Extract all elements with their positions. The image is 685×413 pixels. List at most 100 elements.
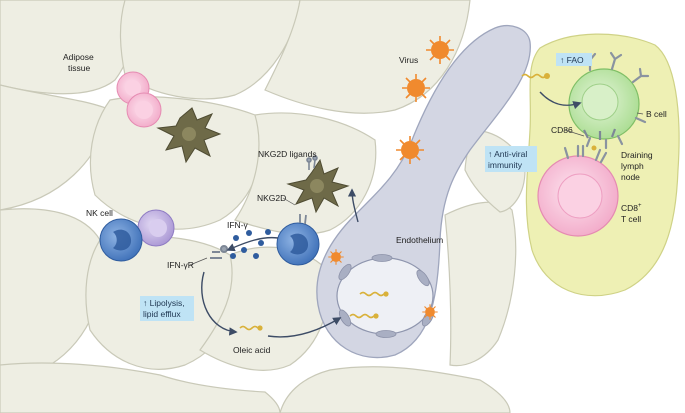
- fao-box: ↑ FAO: [556, 53, 592, 66]
- lipolysis-label-2: lipid efflux: [143, 309, 181, 319]
- virus-icon: [422, 304, 438, 320]
- oleic-acid-molecule-icon: [239, 325, 259, 331]
- oleic-acid-molecules: [239, 291, 385, 331]
- pathway-arrows: [201, 188, 359, 338]
- ifn-gamma-dot: [258, 240, 264, 246]
- arrow-receptor-to-oleic: [201, 271, 238, 336]
- oleic-acid-droplet: [591, 145, 597, 151]
- fao-label: ↑ FAO: [560, 55, 584, 65]
- antiviral-label-1: ↑ Anti-viral: [488, 149, 527, 159]
- virus-icon: [426, 36, 454, 64]
- antibody-receptor-icon: [609, 51, 623, 71]
- nk-cell-nucleus: [113, 229, 132, 251]
- nk-cell-activated: [276, 214, 320, 266]
- adipocyte: [444, 201, 517, 367]
- dendritic-cell-right: [286, 155, 350, 214]
- lipolysis-label-1: ↑ Lipolysis,: [143, 298, 185, 308]
- adipose-label-1: Adipose: [63, 52, 94, 62]
- adipose-label-2: tissue: [68, 63, 90, 73]
- antibody-receptor-icon: [634, 116, 647, 124]
- oleic-acid-incoming: [521, 73, 550, 79]
- endothelial-cell: [338, 263, 352, 281]
- t-cell-nucleus: [557, 173, 603, 219]
- draining-label-2: lymph: [621, 161, 644, 171]
- leader-lines: [189, 112, 644, 266]
- arrow-vessel-to-dc: [347, 188, 359, 223]
- nkg2d-receptor-icon: [299, 214, 307, 225]
- lymph-node: [525, 33, 680, 297]
- oleic-acid-heads: [257, 291, 389, 331]
- ifn-gamma-dot: [246, 230, 252, 236]
- oleic-acid-head: [544, 73, 550, 79]
- nk-cell-label: NK cell: [86, 208, 113, 218]
- dendritic-cell-left: [156, 107, 222, 164]
- oleic-acid-label: Oleic acid: [233, 345, 271, 355]
- blood-vessel: [316, 25, 531, 359]
- pink-cell-inner: [125, 80, 141, 96]
- ifn-gamma-dot: [253, 253, 259, 259]
- cd86-bridge: [583, 128, 617, 140]
- nkg2d-ligand-icon: [306, 155, 318, 170]
- cd86-label: CD86: [551, 125, 573, 135]
- b-cell: [568, 51, 650, 150]
- viruses: [328, 36, 454, 320]
- virus-icon: [396, 136, 424, 164]
- oleic-acid-molecule-icon: [521, 73, 547, 79]
- adipocyte: [0, 0, 133, 95]
- dendritic-cell-nucleus: [182, 127, 196, 141]
- b-cell-nucleus: [581, 83, 619, 121]
- nk-cell-group: [99, 209, 175, 262]
- pink-cell-inner: [135, 101, 153, 119]
- arrow-oleic-to-vessel: [267, 317, 342, 338]
- ifn-gamma-dot: [241, 247, 247, 253]
- text-labels: Adipose tissue Virus NKG2D ligands NKG2D…: [63, 52, 667, 355]
- ifn-gamma-r-label: IFN-γR: [167, 260, 194, 270]
- arrow-ifn-to-receptor: [226, 236, 279, 252]
- cd8-label-2: T cell: [621, 214, 641, 224]
- antiviral-label-2: immunity: [488, 160, 523, 170]
- adipocyte: [0, 362, 281, 413]
- nkg2d-label: NKG2D: [257, 193, 286, 203]
- cd8-label-1: CD8+: [621, 203, 642, 213]
- ifn-gamma-dot: [230, 253, 236, 259]
- t-cell-receptors: [563, 144, 608, 164]
- cd8-label-main: CD8: [621, 203, 638, 213]
- cd8-label-sup: +: [638, 203, 642, 209]
- arrow-to-b-cell: [539, 91, 582, 110]
- draining-label-1: Draining: [621, 150, 653, 160]
- adipose-immune-cells: [116, 71, 162, 128]
- cd8-t-cell: [537, 144, 619, 237]
- adipocyte: [89, 96, 262, 230]
- virus-label: Virus: [399, 55, 418, 65]
- adipocyte: [234, 112, 377, 235]
- endothelial-cell: [338, 309, 352, 327]
- tcr-receptor-icon: [576, 144, 585, 158]
- virus-icon: [402, 74, 430, 102]
- nkg2d-ligands-label: NKG2D ligands: [258, 149, 317, 159]
- ifn-gamma-label: IFN-γ: [227, 220, 249, 230]
- cd86-molecule-icon: [583, 128, 617, 140]
- endothelial-cell: [371, 254, 393, 262]
- b-cell-label: B cell: [646, 109, 667, 119]
- ifn-gamma-dot: [265, 229, 271, 235]
- dendritic-cell-nucleus: [310, 179, 324, 193]
- antibody-receptor-icon: [585, 134, 624, 150]
- adipocyte: [279, 366, 511, 413]
- lipolysis-box: ↑ Lipolysis, lipid efflux: [140, 296, 194, 321]
- endothelial-cells: [338, 254, 435, 338]
- tcr-receptor-icon: [594, 148, 608, 164]
- oleic-acid-molecule-icon: [349, 313, 375, 319]
- ifn-gamma-dot: [233, 235, 239, 241]
- oleic-acid-molecule-icon: [359, 291, 385, 297]
- endothelium-label: Endothelium: [396, 235, 443, 245]
- draining-label-3: node: [621, 172, 640, 182]
- antibody-receptor-icon: [631, 67, 650, 84]
- virus-icon: [328, 249, 344, 265]
- purple-cell-nucleus: [149, 219, 167, 237]
- ifn-gamma-molecules: [230, 229, 271, 259]
- nk-cell-nucleus: [290, 233, 309, 255]
- endothelial-cell: [375, 330, 397, 338]
- endothelial-cell: [416, 269, 430, 287]
- antiviral-box: ↑ Anti-viral immunity: [485, 146, 537, 172]
